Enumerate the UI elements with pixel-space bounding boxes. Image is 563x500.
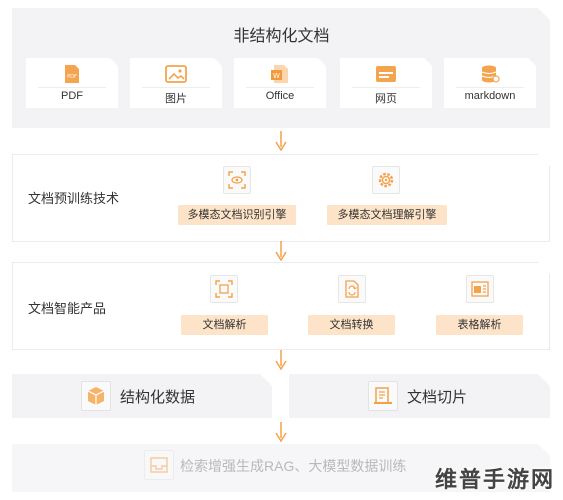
eye-scan-icon bbox=[223, 166, 251, 194]
pdf-icon: PDF bbox=[61, 64, 83, 84]
database-icon bbox=[479, 64, 501, 84]
source-card-office: W Office bbox=[234, 58, 326, 108]
flow-arrow-down-icon bbox=[275, 422, 287, 442]
document-slice-panel bbox=[289, 374, 550, 418]
structured-data-panel bbox=[12, 374, 272, 418]
understanding-engine-tag: 多模态文档理解引擎 bbox=[327, 205, 447, 225]
webpage-icon bbox=[375, 64, 397, 84]
card-divider bbox=[456, 87, 524, 88]
source-card-label: PDF bbox=[61, 90, 83, 102]
svg-text:PDF: PDF bbox=[67, 74, 77, 80]
pretraining-panel bbox=[12, 154, 550, 242]
source-card-label: 网页 bbox=[375, 93, 397, 105]
source-card-pdf: PDF PDF bbox=[26, 58, 118, 108]
document-slice-icon bbox=[368, 381, 398, 411]
source-card-image: 图片 bbox=[130, 58, 222, 108]
image-icon bbox=[165, 64, 187, 84]
structured-data-label: 结构化数据 bbox=[120, 389, 196, 406]
gear-icon bbox=[372, 166, 400, 194]
source-card-label: Office bbox=[265, 90, 295, 102]
card-divider bbox=[352, 87, 420, 88]
doc-parse-tag: 文档解析 bbox=[181, 315, 268, 335]
products-label: 文档智能产品 bbox=[28, 301, 107, 316]
products-panel bbox=[12, 262, 550, 350]
recognition-engine-tag: 多模态文档识别引擎 bbox=[178, 205, 296, 225]
doc-convert-tag: 文档转换 bbox=[308, 315, 395, 335]
source-card-markdown: markdown bbox=[444, 58, 536, 108]
watermark-logo: 维普手游网 bbox=[434, 467, 555, 492]
tray-icon bbox=[144, 450, 174, 480]
card-divider bbox=[246, 87, 314, 88]
svg-text:W: W bbox=[273, 72, 280, 80]
flow-arrow-down-icon bbox=[275, 131, 287, 151]
source-card-label: 图片 bbox=[165, 93, 187, 105]
cube-icon bbox=[81, 381, 111, 411]
table-doc-icon bbox=[466, 275, 494, 303]
card-divider bbox=[142, 87, 210, 88]
pretraining-label: 文档预训练技术 bbox=[28, 191, 120, 206]
frame-icon bbox=[210, 275, 238, 303]
rag-label: 检索增强生成RAG、大模型数据训练 bbox=[180, 458, 407, 474]
flow-arrow-down-icon bbox=[275, 350, 287, 370]
source-card-label: markdown bbox=[464, 90, 516, 102]
doc-convert-icon bbox=[338, 275, 366, 303]
card-divider bbox=[38, 87, 106, 88]
source-card-webpage: 网页 bbox=[340, 58, 432, 108]
flow-arrow-down-icon bbox=[275, 241, 287, 261]
source-documents-title: 非结构化文档 bbox=[233, 28, 330, 45]
rag-panel bbox=[12, 444, 550, 492]
document-slice-label: 文档切片 bbox=[407, 389, 468, 406]
table-parse-tag: 表格解析 bbox=[436, 315, 523, 335]
office-icon: W bbox=[269, 64, 291, 84]
